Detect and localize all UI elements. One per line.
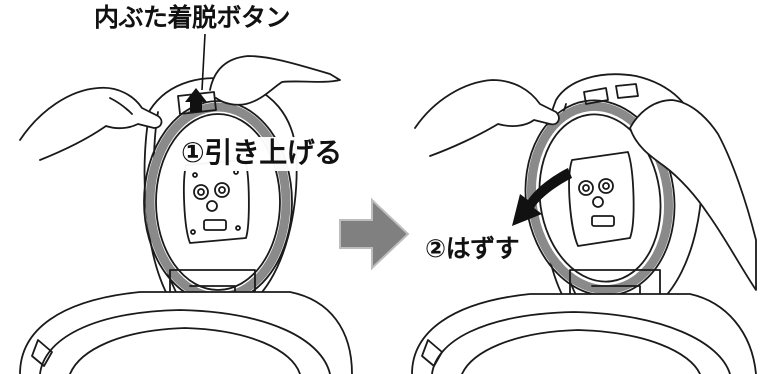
panel-step1 <box>19 55 353 374</box>
cooker-body <box>411 293 757 374</box>
left-hand <box>19 86 163 161</box>
valve-right-inner <box>602 182 610 190</box>
cooker-body <box>19 291 353 374</box>
lid-slot <box>203 219 227 231</box>
callout-leader <box>201 33 206 91</box>
inner-lid-plate <box>183 159 250 244</box>
inner-lid-plate <box>568 151 635 247</box>
cooker-latch <box>31 339 53 367</box>
valve-right <box>598 178 614 194</box>
valve-small <box>206 200 218 212</box>
right-hand <box>209 55 341 106</box>
right-hand <box>629 99 757 291</box>
screw <box>192 172 198 178</box>
cooker-pot-inner <box>69 327 301 374</box>
right-arrow-icon <box>339 197 410 271</box>
left-hand <box>414 79 560 157</box>
valve-right <box>214 182 230 198</box>
panel-step2 <box>411 73 757 374</box>
inner-lid-edge <box>538 113 662 283</box>
screw <box>235 225 241 231</box>
cooker-latch <box>421 339 443 367</box>
valve-left <box>193 184 209 200</box>
step2-label: ②はずす <box>423 234 524 264</box>
valve-left-inner <box>197 188 205 196</box>
up-arrow-icon <box>185 88 207 112</box>
curved-arrow-icon <box>512 168 572 226</box>
lid-release-button-callout: 内ぶた着脱ボタン <box>94 3 291 32</box>
valve-left <box>578 180 594 196</box>
valve-right-inner <box>218 186 226 194</box>
cooker-pot-rim <box>431 311 731 374</box>
screw <box>190 229 196 235</box>
inner-lid-edge <box>155 113 281 291</box>
cooker-pot-inner <box>461 329 701 374</box>
release-button <box>177 91 217 115</box>
step1-label: ①引き上げる <box>179 137 346 171</box>
lid-clips <box>583 83 639 105</box>
valve-small <box>592 196 604 208</box>
valve-left-inner <box>582 184 590 192</box>
lid-slot <box>591 215 615 227</box>
left-hand-finger <box>109 97 133 115</box>
cooker-pot-rim <box>39 309 331 374</box>
